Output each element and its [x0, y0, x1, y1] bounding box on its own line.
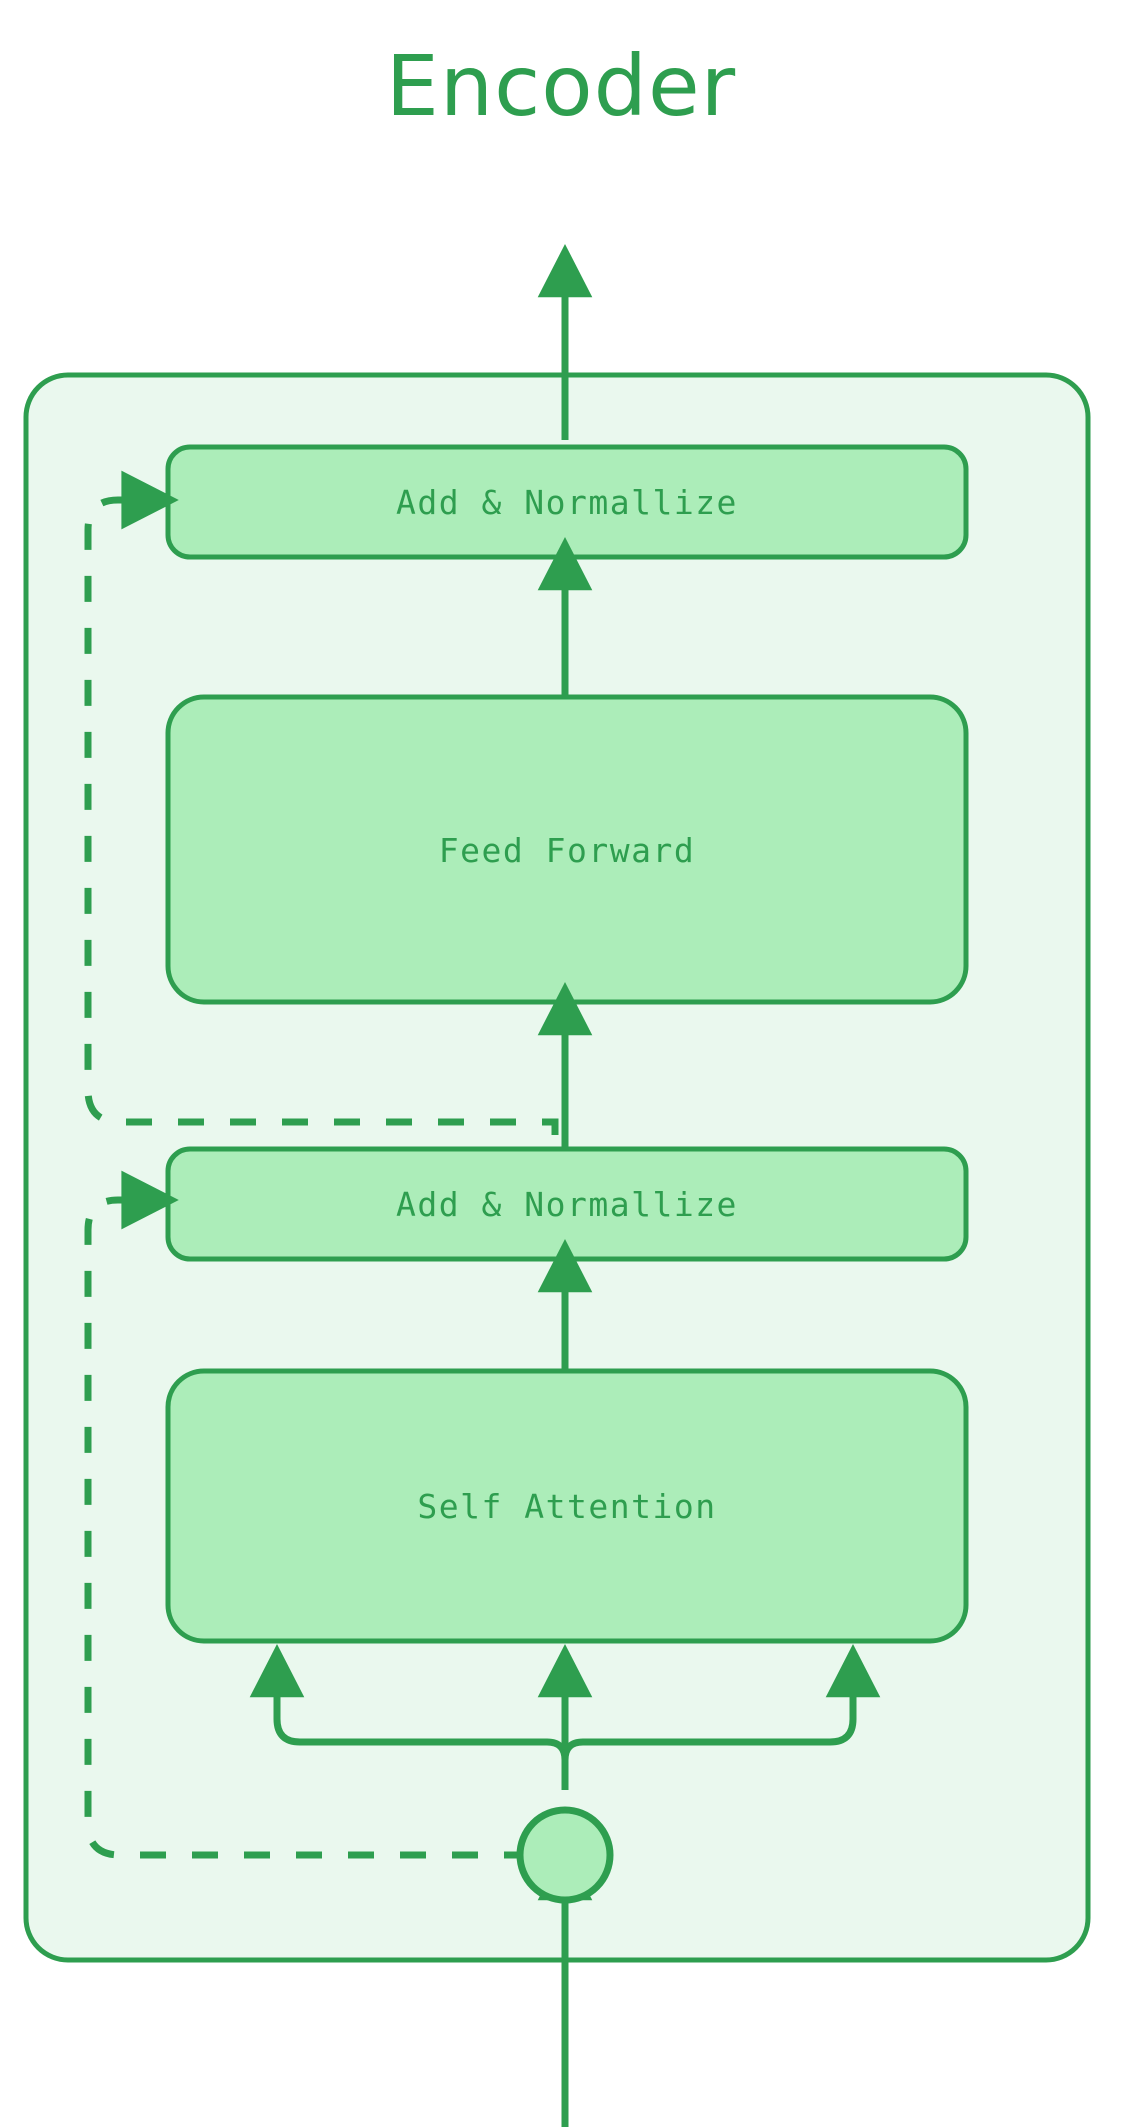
self-attention-label: Self Attention: [417, 1487, 716, 1526]
input-junction-circle[interactable]: [516, 1806, 614, 1904]
residual-connection-top: [84, 470, 559, 1135]
self-attention-box[interactable]: [165, 1368, 969, 1644]
node-add-normalize-top[interactable]: Add & Normallize: [165, 444, 969, 560]
node-self-attention[interactable]: Self Attention: [165, 1368, 969, 1644]
add-normalize-top-label: Add & Normallize: [396, 483, 738, 522]
page-title: Encoder: [386, 37, 736, 135]
add-normalize-bottom-label: Add & Normallize: [396, 1185, 738, 1224]
node-add-normalize-bottom[interactable]: Add & Normallize: [165, 1146, 969, 1262]
node-input-junction[interactable]: [516, 1806, 614, 1904]
input-to-selfattention-value-arrow: [561, 1643, 881, 1790]
feed-forward-label: Feed Forward: [439, 831, 695, 870]
node-feed-forward[interactable]: Feed Forward: [165, 694, 969, 1005]
residual-connection-bottom: [84, 1170, 530, 1859]
